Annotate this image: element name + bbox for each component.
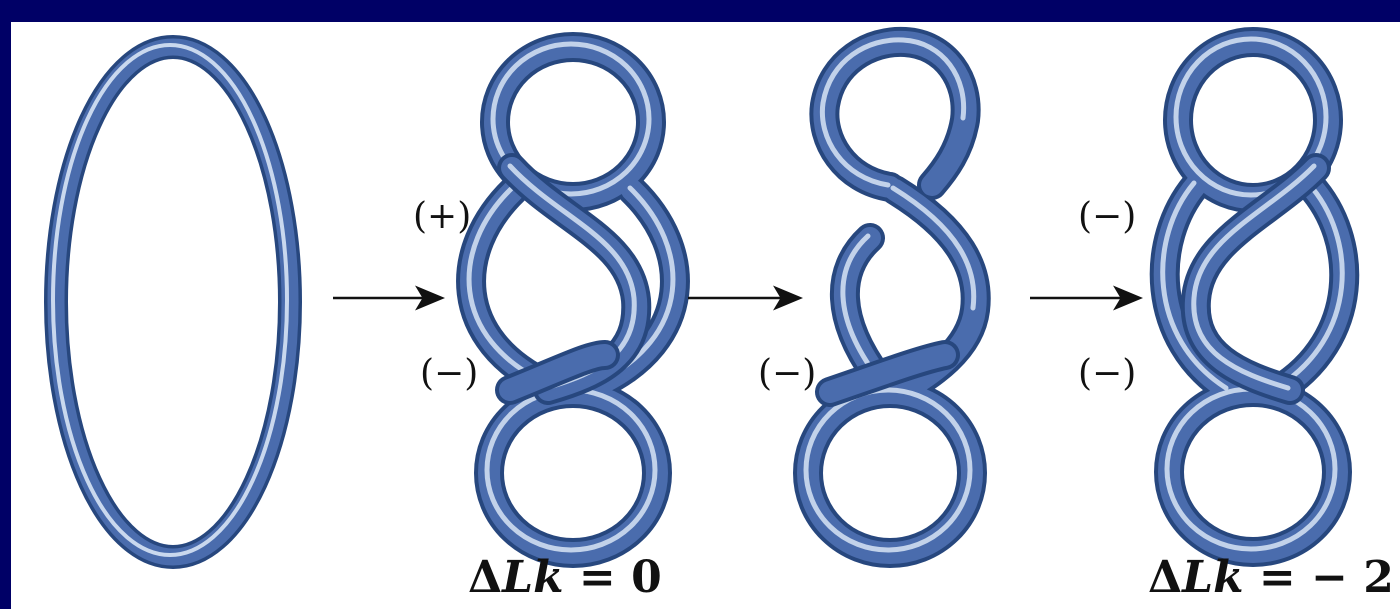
delta-lk-equation-right: ΔLk = − 2 [1148, 552, 1394, 603]
delta-lk-equation-left: ΔLk = 0 [468, 552, 662, 603]
twisted-loop-negative-crossings [1163, 39, 1345, 552]
crossing-label-negative: (−) [758, 353, 816, 394]
relaxed-loop [53, 45, 290, 557]
twisted-loop-two-crossings [469, 44, 675, 553]
crossing-label-negative: (−) [1078, 353, 1136, 394]
crossing-label-negative: (−) [420, 353, 478, 394]
cut-loop-one-crossing [806, 40, 976, 553]
crossing-label-negative: (−) [1078, 196, 1136, 237]
crossing-label-positive: (+) [413, 196, 471, 237]
